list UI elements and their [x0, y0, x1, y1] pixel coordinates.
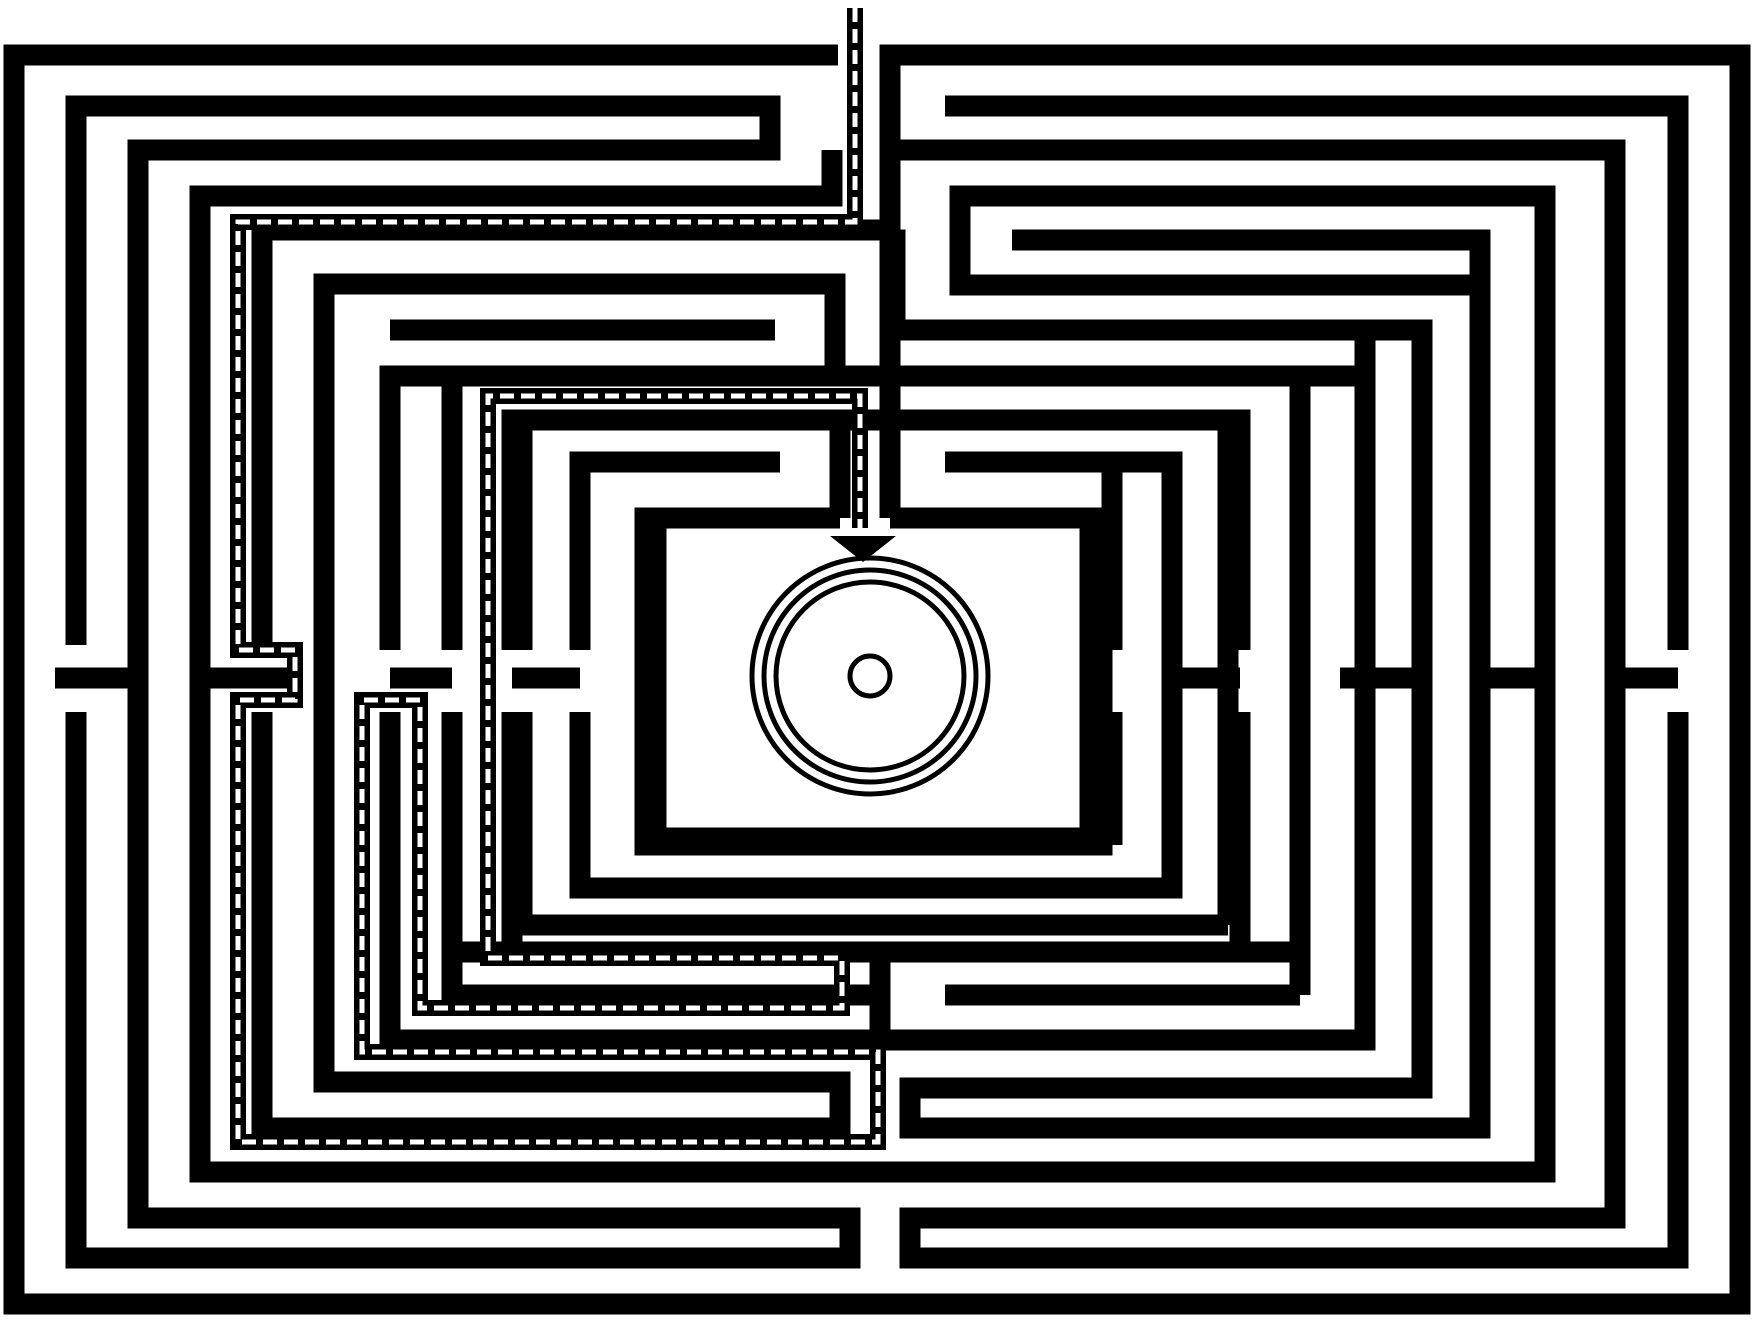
labyrinth-diagram: [0, 0, 1752, 1322]
